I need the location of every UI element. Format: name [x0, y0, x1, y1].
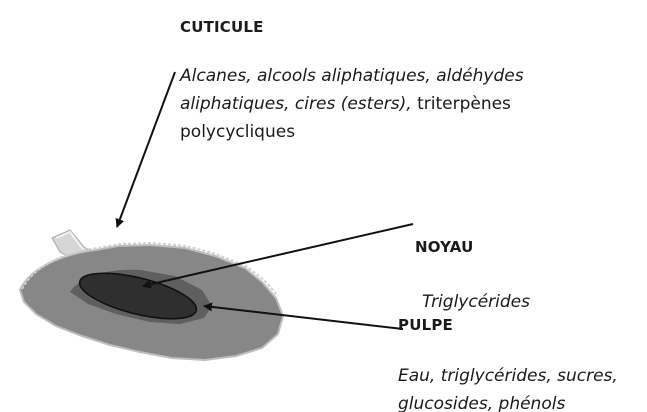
- pulpe-desc-line-1: Eau, triglycérides, sucres,: [398, 362, 618, 390]
- cuticule-desc-line-3: polycycliques: [180, 118, 524, 146]
- cuticule-arrow: [117, 72, 175, 227]
- pulpe-desc-line-2: glucosides, phénols: [398, 390, 618, 412]
- cuticule-title: CUTICULE: [180, 18, 264, 36]
- noyau-title: NOYAU: [415, 238, 474, 256]
- cuticule-desc-line-2: aliphatiques, cires (esters), triterpène…: [180, 90, 524, 118]
- cuticule-desc-line-1: Alcanes, alcools aliphatiques, aldéhydes: [180, 62, 524, 90]
- pulpe-title: PULPE: [398, 316, 453, 334]
- noyau-description: Triglycérides: [422, 288, 530, 316]
- cuticule-desc-line-2-plain: triterpènes: [412, 94, 511, 114]
- cuticule-description: Alcanes, alcools aliphatiques, aldéhydes…: [180, 62, 524, 146]
- pulpe-description: Eau, triglycérides, sucres, glucosides, …: [398, 362, 618, 412]
- cuticule-desc-line-2-italic: aliphatiques, cires (esters),: [180, 94, 412, 114]
